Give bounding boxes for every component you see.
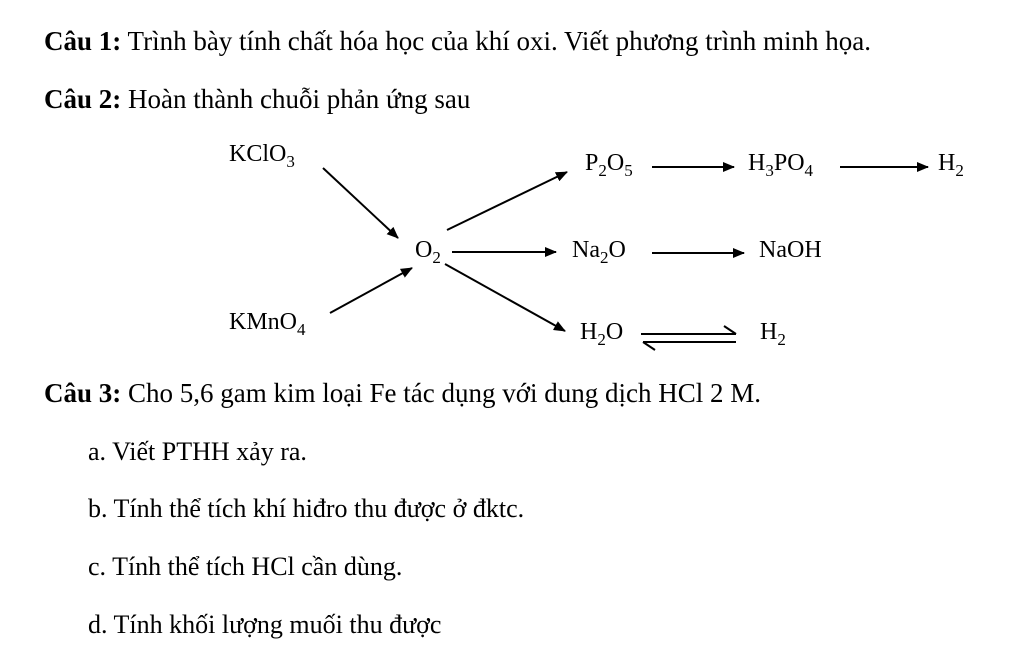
question-3: Câu 3: Cho 5,6 gam kim loại Fe tác dụng … [44,378,761,409]
question-1-label: Câu 1: [44,26,122,56]
formula-h2-bottom: H2 [760,319,786,349]
formula-naoh: NaOH [759,237,822,263]
question-3-text: Cho 5,6 gam kim loại Fe tác dụng với dun… [128,378,761,408]
formula-h3po4: H3PO4 [748,150,814,180]
formula-kmno4: KMnO4 [229,309,306,339]
arrow-kclo3-o2 [322,167,399,239]
arrow-o2-h2o [444,263,566,332]
question-1: Câu 1: Trình bày tính chất hóa học của k… [44,26,871,57]
formula-kclo3: KClO3 [229,141,295,171]
question-3-item-b: b. Tính thể tích khí hiđro thu được ở đk… [88,494,525,523]
question-1-text: Trình bày tính chất hóa học của khí oxi.… [127,26,871,56]
formula-o2: O2 [415,237,441,267]
formula-h2-top: H2 [938,150,964,180]
question-2: Câu 2: Hoàn thành chuỗi phản ứng sau [44,84,470,115]
arrow-kmno4-o2 [329,267,413,314]
question-3-item-a: a. Viết PTHH xảy ra. [88,437,307,466]
formula-na2o: Na2O [572,237,626,267]
question-2-text: Hoàn thành chuỗi phản ứng sau [128,84,471,114]
question-2-label: Câu 2: [44,84,122,114]
equilibrium-arrow-h2o-h2 [641,325,737,351]
question-3-item-c: c. Tính thể tích HCl cần dùng. [88,552,403,581]
question-3-item-d: d. Tính khối lượng muối thu được [88,610,442,639]
arrow-o2-p2o5 [446,171,568,231]
question-3-label: Câu 3: [44,378,122,408]
formula-h2o: H2O [580,319,624,349]
formula-p2o5: P2O5 [585,150,633,180]
